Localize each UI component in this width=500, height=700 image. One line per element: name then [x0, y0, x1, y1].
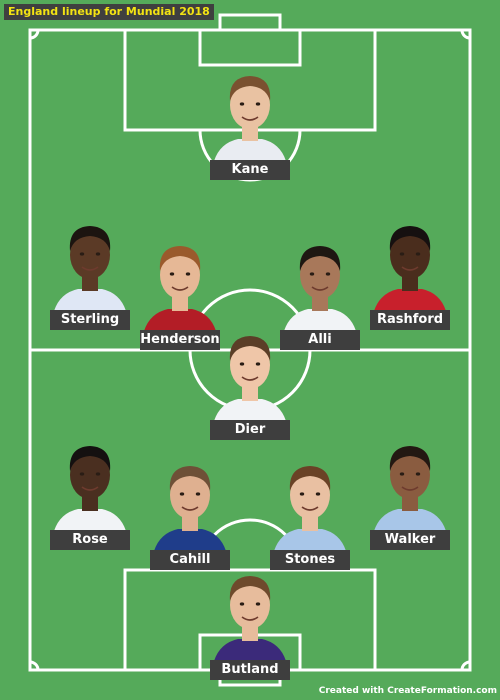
dier-shirt: [214, 399, 286, 421]
top-goal-box: [198, 28, 302, 67]
dier-name-label: Dier: [210, 420, 290, 440]
cahill-name-label: Cahill: [150, 550, 230, 570]
rose-name-label: Rose: [50, 530, 130, 550]
henderson-photo: [144, 246, 216, 331]
walker-photo: [374, 446, 446, 531]
henderson-name-label: Henderson: [140, 330, 220, 350]
sterling-name-label: Sterling: [50, 310, 130, 330]
rashford-name-label: Rashford: [370, 310, 450, 330]
stones-name-label: Stones: [270, 550, 350, 570]
corner-arc-tl: [29, 29, 40, 40]
kane-shirt: [214, 139, 286, 161]
rose-photo: [54, 446, 126, 531]
credit-text: Created with CreateFormation.com: [318, 686, 497, 696]
alli-photo: [284, 246, 356, 331]
player-card-cahill[interactable]: Cahill: [145, 451, 235, 571]
henderson-shirt: [144, 309, 216, 331]
corner-arc-tr: [460, 29, 471, 40]
lineup-title: England lineup for Mundial 2018: [4, 4, 214, 20]
stones-photo: [274, 466, 346, 551]
rashford-photo: [374, 226, 446, 311]
sterling-photo: [54, 226, 126, 311]
dier-photo: [214, 336, 286, 421]
butland-name-label: Butland: [210, 660, 290, 680]
player-card-sterling[interactable]: Sterling: [45, 211, 135, 331]
kane-photo: [214, 76, 286, 161]
butland-photo: [214, 576, 286, 661]
player-card-dier[interactable]: Dier: [205, 321, 295, 441]
sterling-shirt: [54, 289, 126, 311]
player-card-walker[interactable]: Walker: [365, 431, 455, 551]
top-goal: [218, 13, 282, 32]
kane-name-label: Kane: [210, 160, 290, 180]
cahill-shirt: [154, 529, 226, 551]
butland-shirt: [214, 639, 286, 661]
player-card-stones[interactable]: Stones: [265, 451, 355, 571]
walker-name-label: Walker: [370, 530, 450, 550]
corner-arc-bl: [29, 660, 40, 671]
corner-arc-br: [460, 660, 471, 671]
player-card-henderson[interactable]: Henderson: [135, 231, 225, 351]
cahill-photo: [154, 466, 226, 551]
stones-shirt: [274, 529, 346, 551]
player-card-rose[interactable]: Rose: [45, 431, 135, 551]
player-card-kane[interactable]: Kane: [205, 61, 295, 181]
alli-shirt: [284, 309, 356, 331]
walker-shirt: [374, 509, 446, 531]
rashford-shirt: [374, 289, 446, 311]
alli-name-label: Alli: [280, 330, 360, 350]
player-card-rashford[interactable]: Rashford: [365, 211, 455, 331]
player-card-butland[interactable]: Butland: [205, 561, 295, 681]
rose-shirt: [54, 509, 126, 531]
player-card-alli[interactable]: Alli: [275, 231, 365, 351]
